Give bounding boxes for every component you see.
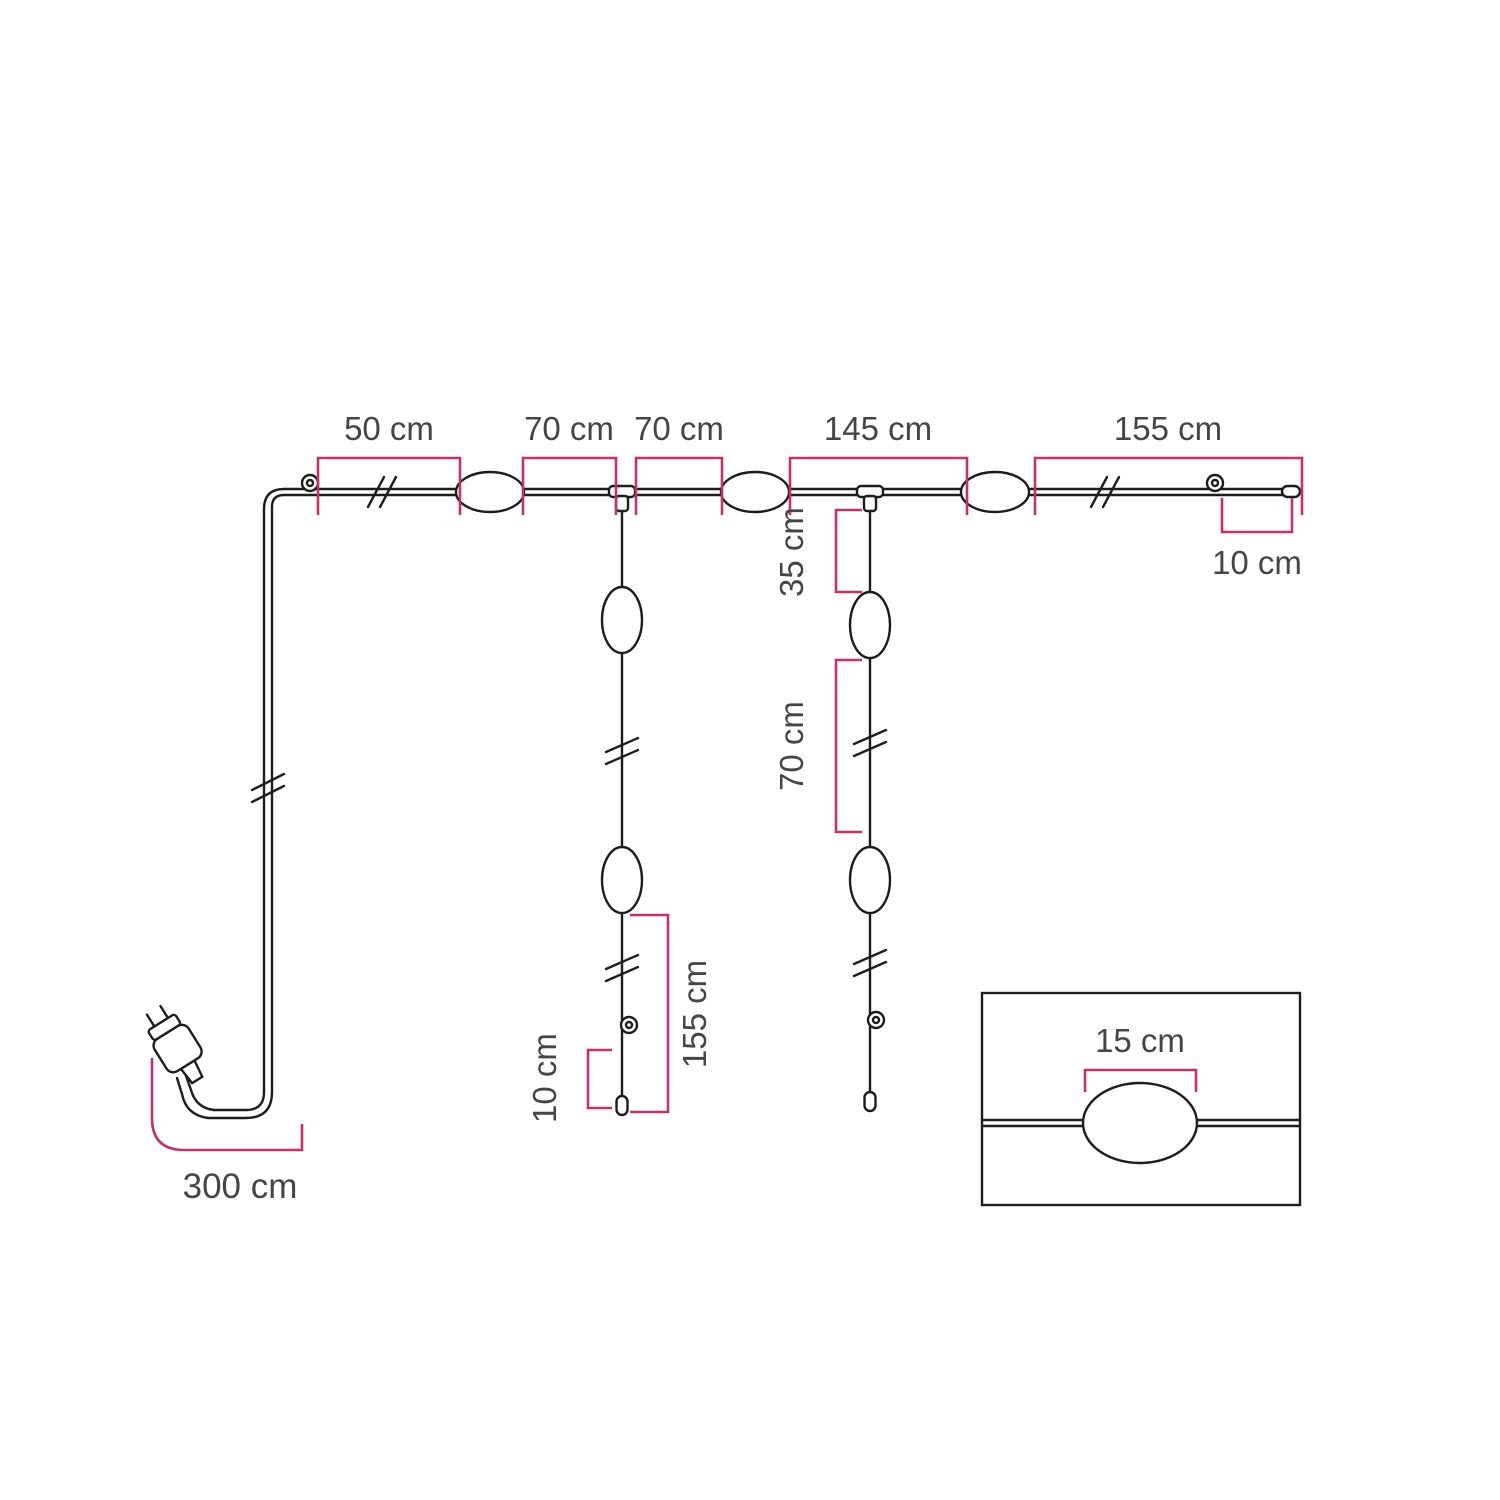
dimension-top-70cm-b: 70 cm: [634, 410, 724, 515]
dimension-bracket: [1083, 1068, 1198, 1092]
cable-end-cap: [1280, 484, 1302, 499]
break-slash: [852, 960, 888, 978]
hook-eyelet-icon: [1205, 473, 1225, 493]
dimension-bracket: [834, 508, 862, 594]
dimension-bracket: [586, 1048, 612, 1110]
break-slash: [604, 748, 640, 766]
dimension-bracket: [316, 456, 462, 515]
dimension-label: 15 cm: [1095, 1022, 1185, 1059]
plug-prong-right: [159, 1004, 170, 1020]
dimension-power-cord-300cm: 300 cm: [150, 1058, 304, 1206]
cable-plug-cord-b: [175, 1076, 210, 1120]
cable-break-icon: [250, 772, 286, 804]
cable-break-icon: [852, 948, 888, 978]
dimension-top-70cm-a: 70 cm: [521, 410, 618, 515]
lamp-oval: [600, 585, 644, 655]
t-connector-stem: [862, 494, 878, 513]
plug-face: [147, 1013, 182, 1041]
dimension-bracket: [1220, 498, 1294, 534]
plug-prong-left: [145, 1013, 156, 1028]
dimension-bracket: [788, 456, 969, 515]
dimension-bracket: [521, 456, 618, 515]
dimension-label: 10 cm: [526, 1033, 563, 1123]
break-slash: [366, 475, 386, 509]
dimension-label: 300 cm: [183, 1167, 298, 1206]
t-connector-icon: [607, 484, 637, 513]
dimension-label: 10 cm: [1212, 544, 1302, 581]
break-slash: [250, 772, 286, 792]
dimension-label: 70 cm: [773, 701, 810, 791]
dimension-top-155cm: 155 cm: [1033, 410, 1304, 515]
dimension-bracket: [834, 658, 862, 834]
hook-eyelet-icon: [619, 1015, 639, 1035]
dimension-label: 70 cm: [634, 410, 724, 447]
eyelet-hole: [624, 1020, 634, 1030]
break-slash: [1101, 475, 1121, 509]
eyelet-hole: [871, 1015, 881, 1025]
cable-corner-inner: [270, 493, 286, 509]
break-slash: [852, 948, 888, 966]
lamp-oval: [959, 470, 1031, 514]
cable-bend-inner: [206, 1090, 274, 1120]
dimension-path: [150, 1058, 304, 1152]
dimension-drop1-10cm: 10 cm: [526, 1033, 612, 1123]
hook-eyelet-icon: [300, 473, 320, 493]
break-slash: [378, 475, 398, 509]
drop-cable-right: [848, 507, 892, 1113]
dimension-label: 155 cm: [676, 960, 713, 1068]
t-connector-icon: [855, 484, 885, 513]
lamp-oval: [848, 590, 892, 660]
dimension-drop2-35cm: 35 cm: [773, 507, 862, 597]
break-slash: [250, 784, 286, 804]
lamp-oval: [600, 845, 644, 915]
break-slash: [1089, 475, 1109, 509]
lamp-oval: [719, 470, 791, 514]
dimension-top-end-10cm: 10 cm: [1212, 498, 1302, 581]
break-slash: [604, 953, 640, 971]
cable-break-icon: [1089, 475, 1121, 509]
cable-break-icon: [852, 728, 888, 758]
cable-break-icon: [366, 475, 398, 509]
dimension-top-50cm: 50 cm: [316, 410, 462, 515]
dimension-label: 145 cm: [824, 410, 932, 447]
cable-bend-outer: [212, 1090, 266, 1112]
dimension-bracket: [630, 913, 670, 1114]
dimension-label: 155 cm: [1114, 410, 1222, 447]
top-run-parts: [300, 470, 1302, 514]
lamp-oval: [1081, 1081, 1199, 1165]
lamp-oval: [454, 470, 526, 514]
dimension-bracket: [634, 456, 724, 515]
detail-inset: 15 cm: [980, 991, 1302, 1207]
break-slash: [852, 740, 888, 758]
break-slash: [852, 728, 888, 746]
dimension-label: 50 cm: [344, 410, 434, 447]
power-plug-icon: [145, 1004, 204, 1085]
break-slash: [604, 965, 640, 983]
hook-eyelet-icon: [866, 1010, 886, 1030]
eyelet-hole: [1210, 478, 1220, 488]
drop-cable-left: [600, 507, 644, 1117]
lamp-oval: [848, 845, 892, 915]
cable-plug-cord-a: [184, 1074, 216, 1112]
dimension-top-145cm: 145 cm: [788, 410, 969, 515]
t-connector-stem: [614, 494, 630, 513]
dimension-drop2-70cm: 70 cm: [773, 658, 862, 834]
cable-end-cap: [863, 1090, 877, 1113]
dimension-label: 35 cm: [773, 507, 810, 597]
eyelet-hole: [305, 478, 315, 488]
cable-corner-outer: [262, 487, 286, 511]
cable-end-cap: [615, 1094, 629, 1117]
cable-break-icon: [604, 953, 640, 983]
cable-break-icon: [604, 736, 640, 766]
dimension-bracket: [1033, 456, 1304, 515]
dimension-drop1-155cm: 155 cm: [630, 913, 713, 1114]
dimension-label: 70 cm: [524, 410, 614, 447]
break-slash: [604, 736, 640, 754]
